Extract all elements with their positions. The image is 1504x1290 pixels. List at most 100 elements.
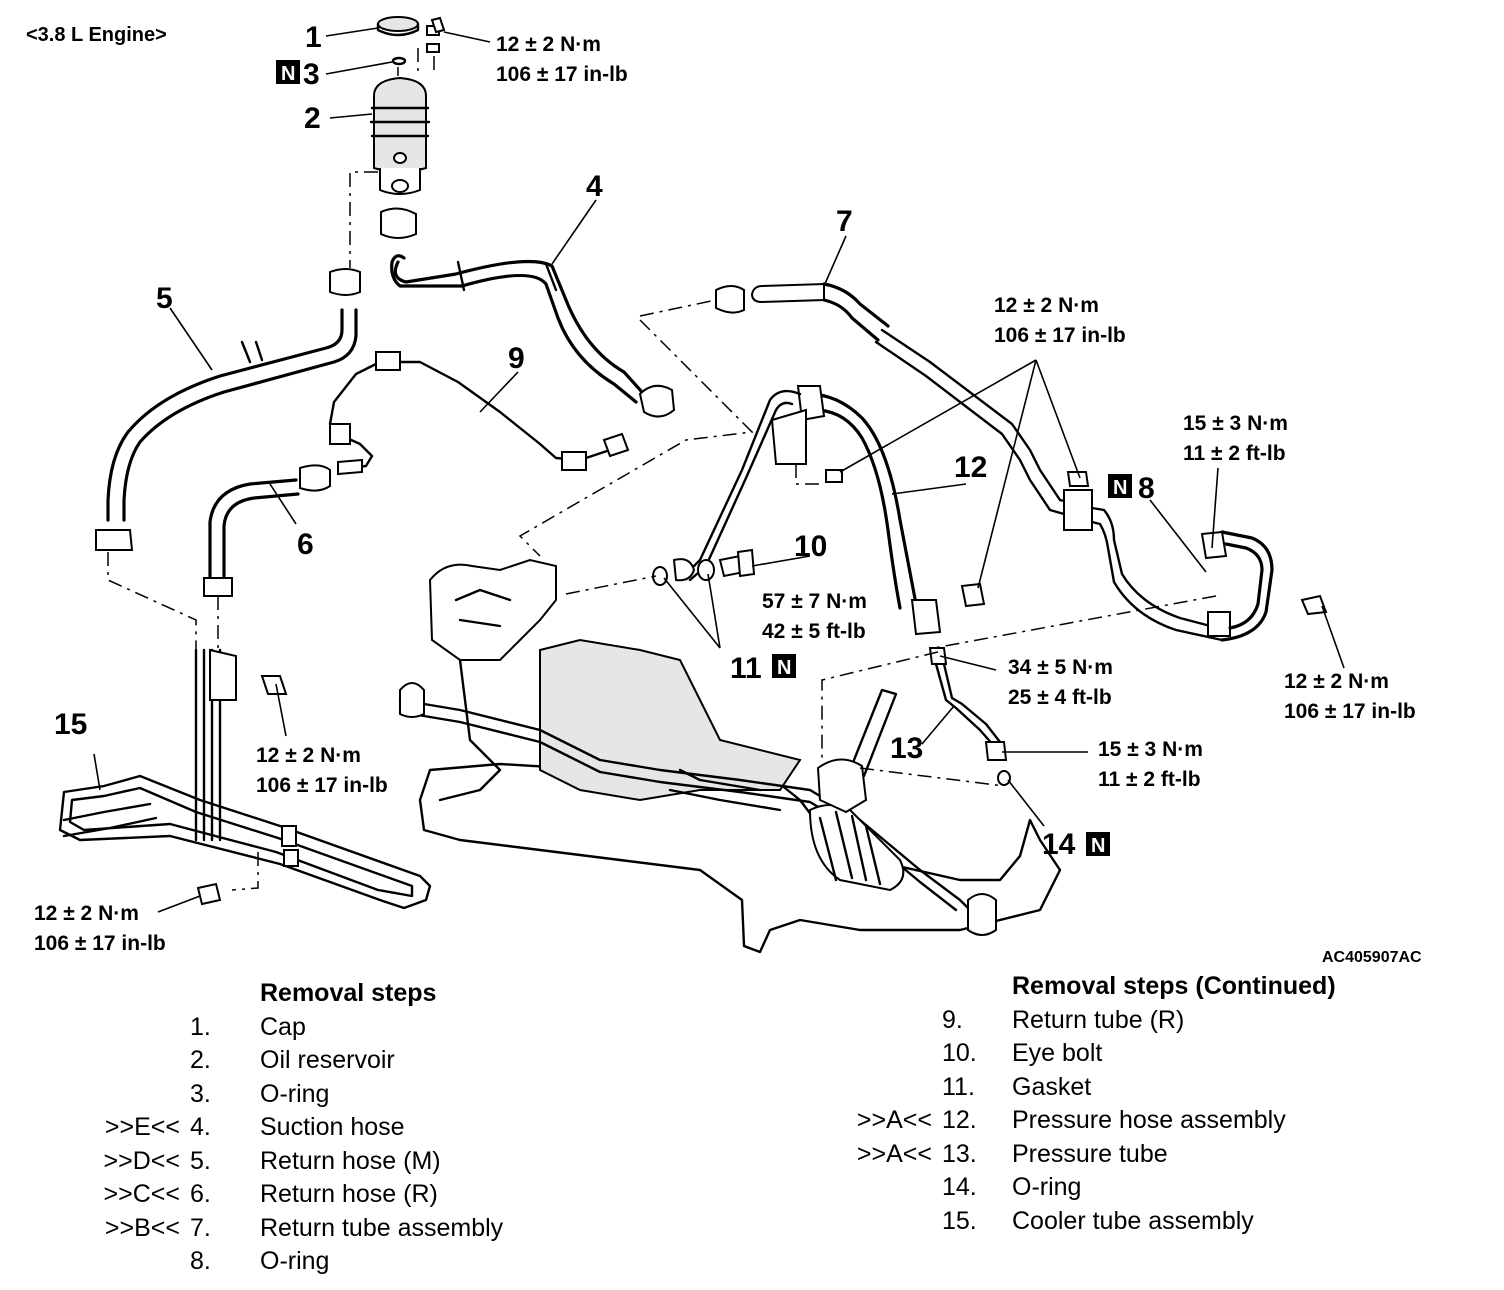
step-number: 11. <box>942 1072 975 1101</box>
step-text: O-ring <box>260 1247 330 1275</box>
eye-bolt <box>697 548 756 581</box>
leader-lines <box>93 27 1345 913</box>
step-mark: >>A<< <box>856 1139 932 1168</box>
list-item: 1. Cap <box>0 1011 700 1045</box>
bolts <box>196 16 1328 906</box>
torque-left-nm: 12 ± 2 N·m <box>256 744 361 767</box>
power-steering-exploded-diagram: <3.8 L Engine> 1 N 3 2 12 ± 2 N·m 106 ± … <box>26 16 1422 966</box>
step-number: 8. <box>190 1247 211 1275</box>
step-text: Cooler tube assembly <box>1012 1206 1254 1235</box>
torque-15-nm: 12 ± 2 N·m <box>34 902 139 925</box>
list-item: >>C<< 6. Return hose (R) <box>0 1178 700 1212</box>
torque-13-ftlb: 25 ± 4 ft-lb <box>1008 686 1112 709</box>
step-text: Oil reservoir <box>260 1046 395 1074</box>
torque-cap-nm: 12 ± 2 N·m <box>496 33 601 56</box>
n-badge-14: N <box>1086 832 1110 857</box>
n-badge-8-text: N <box>1113 477 1127 499</box>
torque-10-ftlb: 42 ± 5 ft-lb <box>762 620 866 643</box>
torque-cap-inlb: 106 ± 17 in-lb <box>496 63 628 86</box>
steering-gear-assembly <box>398 558 1062 954</box>
step-number: 12. <box>942 1106 977 1134</box>
n-badge-3: N <box>276 60 300 85</box>
n-badge-11: N <box>772 654 796 679</box>
callout-14: 14 <box>1042 828 1076 861</box>
callout-6: 6 <box>297 528 314 561</box>
step-number: 9. <box>942 1005 963 1034</box>
callout-2: 2 <box>304 102 321 135</box>
callout-1: 1 <box>305 21 322 54</box>
list-item: >>A<<12.Pressure hose assembly <box>752 1104 1492 1138</box>
step-text: Pressure tube <box>1012 1139 1168 1168</box>
return-hose-r <box>203 464 331 597</box>
n-badge-3-text: N <box>281 63 295 85</box>
list-item: 14. O-ring <box>752 1171 1492 1205</box>
step-text: Pressure hose assembly <box>1012 1106 1286 1134</box>
removal-steps-continued-title: Removal steps (Continued) <box>1012 972 1336 1000</box>
list-item: 15. Cooler tube assembly <box>752 1205 1492 1239</box>
step-text: Gasket <box>1012 1072 1092 1101</box>
step-mark: >>D<< <box>103 1146 180 1175</box>
n-badge-14-text: N <box>1091 835 1105 857</box>
suction-hose <box>390 254 676 418</box>
step-number: 5. <box>190 1146 211 1175</box>
o-ring <box>391 56 407 66</box>
list-item: 2. Oil reservoir <box>0 1044 700 1078</box>
removal-steps-title: Removal steps <box>260 979 437 1007</box>
callout-13: 13 <box>890 732 923 765</box>
torque-8-ftlb: 11 ± 2 ft-lb <box>1183 442 1286 465</box>
step-text: Suction hose <box>260 1113 405 1141</box>
step-number: 4. <box>190 1113 211 1141</box>
step-text: O-ring <box>260 1079 330 1108</box>
step-text: Return tube (R) <box>1012 1005 1185 1034</box>
callout-3: 3 <box>303 58 320 91</box>
step-number: 1. <box>190 1012 211 1041</box>
return-tube-r <box>328 351 630 476</box>
list-item: 8. O-ring <box>0 1245 700 1279</box>
step-number: 6. <box>190 1180 211 1208</box>
torque-right-inlb: 106 ± 17 in-lb <box>1284 700 1416 723</box>
engine-label: <3.8 L Engine> <box>26 24 167 46</box>
torque-14-nm: 15 ± 3 N·m <box>1098 738 1203 761</box>
pressure-hose-assembly <box>672 385 942 636</box>
torque-14-ftlb: 11 ± 2 ft-lb <box>1098 768 1201 791</box>
step-text: Cap <box>260 1012 306 1041</box>
callout-8: 8 <box>1138 472 1155 505</box>
step-number: 2. <box>190 1046 211 1074</box>
torque-10-nm: 57 ± 7 N·m <box>762 590 867 613</box>
o-ring-14 <box>997 770 1011 786</box>
torque-left-inlb: 106 ± 17 in-lb <box>256 774 388 797</box>
callout-15: 15 <box>54 708 87 741</box>
list-item: 11. Gasket <box>752 1071 1492 1105</box>
step-text: Return tube assembly <box>260 1213 504 1242</box>
step-number: 7. <box>190 1213 211 1242</box>
removal-steps-continued-list: Removal steps (Continued) 9. Return tube … <box>752 970 1492 1238</box>
step-number: 3. <box>190 1079 211 1108</box>
callout-11: 11 <box>730 652 762 685</box>
list-item: >>B<< 7. Return tube assembly <box>0 1212 700 1246</box>
step-mark: >>E<< <box>104 1113 180 1141</box>
step-text: Return hose (R) <box>260 1180 438 1208</box>
step-number: 14. <box>942 1173 977 1201</box>
list-item: 10.Eye bolt <box>752 1037 1492 1071</box>
step-text: O-ring <box>1012 1173 1082 1201</box>
oil-reservoir <box>349 48 435 268</box>
callout-5: 5 <box>156 282 173 315</box>
list-item: 3. O-ring <box>0 1078 700 1112</box>
torque-mid-nm: 12 ± 2 N·m <box>994 294 1099 317</box>
list-item: >>E<< 4. Suction hose <box>0 1111 700 1145</box>
return-hose-m <box>95 268 361 551</box>
torque-8-nm: 15 ± 3 N·m <box>1183 412 1288 435</box>
torque-mid-inlb: 106 ± 17 in-lb <box>994 324 1126 347</box>
step-mark: >>B<< <box>104 1213 180 1242</box>
list-item: >>D<< 5. Return hose (M) <box>0 1145 700 1179</box>
callout-4: 4 <box>586 170 603 203</box>
reservoir-cap <box>376 16 440 53</box>
connection-lines <box>107 299 1217 787</box>
step-number: 15. <box>942 1206 977 1235</box>
figure-code: AC405907AC <box>1322 949 1422 966</box>
step-text: Return hose (M) <box>260 1146 441 1175</box>
callout-9: 9 <box>508 342 525 375</box>
torque-right-nm: 12 ± 2 N·m <box>1284 670 1389 693</box>
torque-15-inlb: 106 ± 17 in-lb <box>34 932 166 955</box>
step-mark: >>C<< <box>103 1180 180 1208</box>
